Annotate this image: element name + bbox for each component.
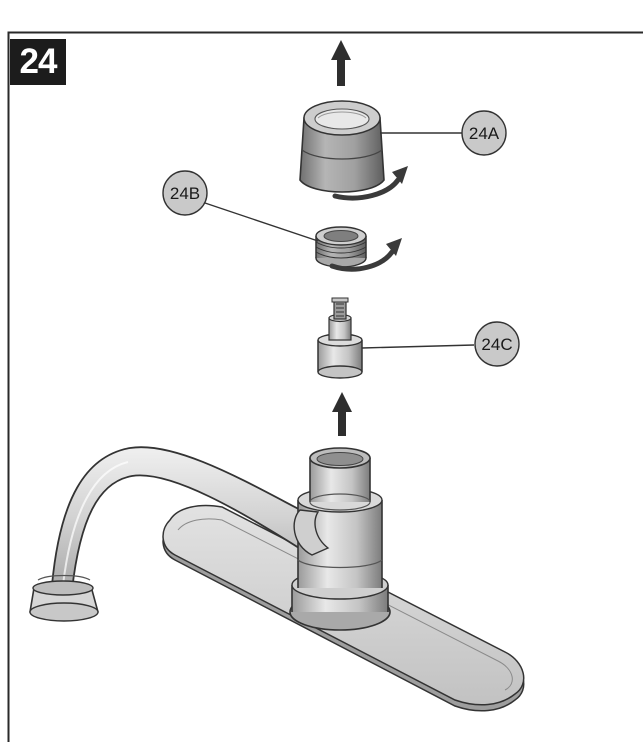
- bonnet-nut-part: [316, 227, 366, 267]
- handle-cap-part: [300, 101, 384, 192]
- arrow-up-icon: [332, 392, 352, 436]
- callout-24b: 24B: [163, 171, 207, 215]
- callout-24a: 24A: [462, 111, 506, 155]
- leader-line-24c: [362, 345, 474, 348]
- faucet-body: [290, 448, 390, 630]
- leader-line-24b: [205, 203, 318, 241]
- callout-24c-label: 24C: [481, 335, 512, 354]
- callout-24a-label: 24A: [469, 124, 500, 143]
- callout-24b-label: 24B: [170, 184, 200, 203]
- cartridge-part: [318, 298, 362, 378]
- callout-24c: 24C: [475, 322, 519, 366]
- arrow-up-icon: [331, 40, 351, 86]
- step-number-badge: 24: [10, 39, 66, 85]
